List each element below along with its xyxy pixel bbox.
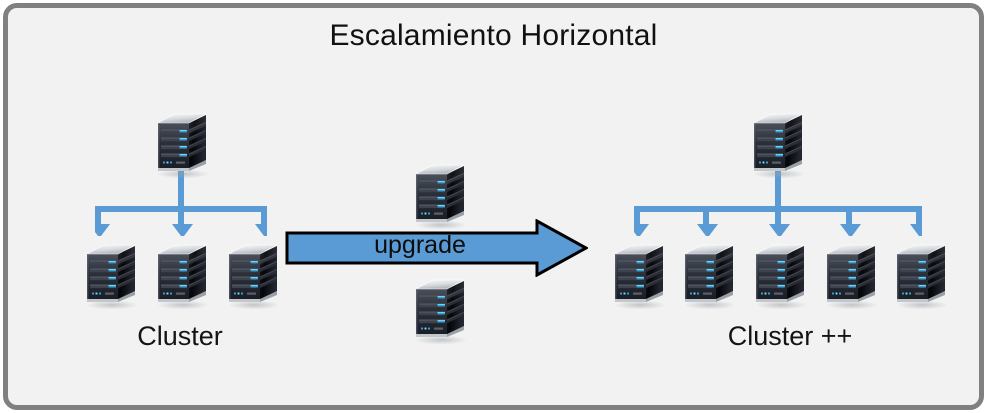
- server-icon[interactable]: [220, 235, 284, 310]
- server-icon[interactable]: [745, 104, 809, 179]
- server-glyph: [157, 113, 209, 179]
- server-icon[interactable]: [149, 104, 213, 179]
- server-icon[interactable]: [818, 235, 882, 310]
- server-glyph: [86, 244, 138, 310]
- server-glyph: [157, 244, 209, 310]
- server-icon[interactable]: [78, 235, 142, 310]
- server-icon[interactable]: [606, 235, 670, 310]
- server-glyph: [755, 244, 807, 310]
- server-icon[interactable]: [407, 270, 471, 345]
- connector-svg: [634, 158, 922, 236]
- server-glyph: [415, 164, 467, 230]
- server-glyph: [228, 244, 280, 310]
- server-icon[interactable]: [407, 155, 471, 230]
- server-icon[interactable]: [888, 235, 952, 310]
- server-glyph: [614, 244, 666, 310]
- server-glyph: [753, 113, 805, 179]
- server-glyph: [684, 244, 736, 310]
- server-icon[interactable]: [149, 235, 213, 310]
- server-icon[interactable]: [676, 235, 740, 310]
- server-glyph: [415, 279, 467, 345]
- upgrade-arrow-svg: [285, 218, 590, 278]
- server-glyph: [826, 244, 878, 310]
- page-title: Escalamiento Horizontal: [329, 19, 658, 52]
- upgrade-arrow: [285, 218, 590, 278]
- left-cluster-caption: Cluster: [137, 321, 223, 351]
- left-cluster-connector-tree: [95, 158, 267, 236]
- server-icon[interactable]: [747, 235, 811, 310]
- right-cluster-caption: Cluster ++: [727, 321, 853, 351]
- server-glyph: [896, 244, 948, 310]
- connector-svg: [95, 158, 267, 236]
- right-cluster-connector-tree: [634, 158, 922, 236]
